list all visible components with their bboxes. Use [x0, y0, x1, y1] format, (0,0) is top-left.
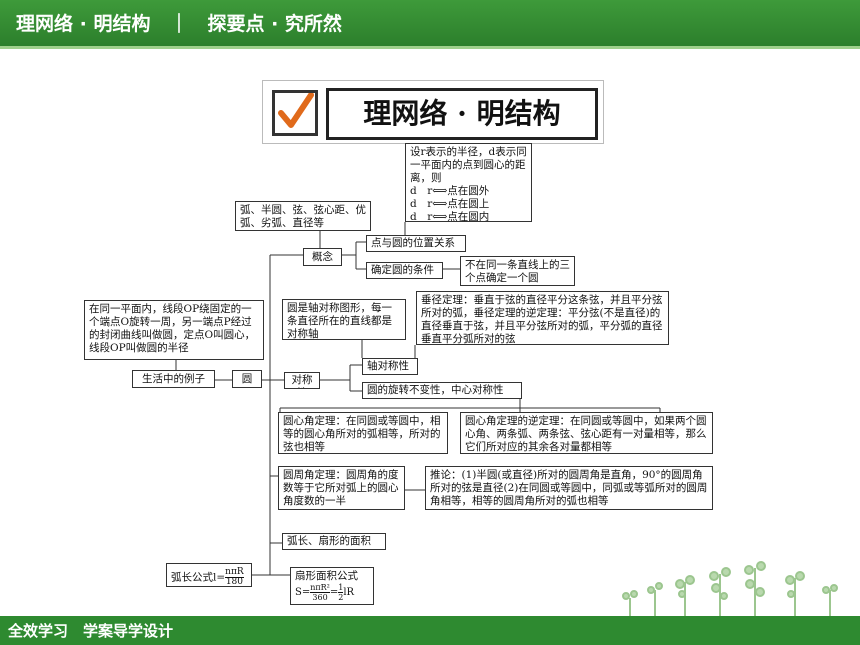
central-angle-theorem-box: 圆心角定理：在同圆或等圆中，相等的圆心角所对的弧相等，所对的弦也相等	[278, 412, 448, 454]
point-circle-rule-on: d r⟺点在圆上	[410, 198, 490, 210]
plant-decoration-icon	[622, 561, 838, 616]
sector-area-prefix: S=	[295, 587, 311, 598]
point-circle-rule-outside: d r⟺点在圆外	[410, 185, 490, 197]
axis-symmetry-detail-box: 圆是轴对称图形，每一条直径所在的直线都是对称轴	[282, 299, 406, 340]
footer-text: 全效学习 学案导学设计	[8, 622, 174, 640]
section-heading: 理网络 · 明结构	[326, 88, 598, 140]
arc-sector-box: 弧长、扇形的面积	[282, 533, 386, 550]
circle-root-box: 圆	[232, 370, 262, 388]
life-example-box: 生活中的例子	[132, 370, 215, 388]
axis-symmetry-box: 轴对称性	[362, 358, 418, 375]
sector-area-title: 扇形面积公式	[295, 570, 358, 582]
arc-length-numerator: nπR	[225, 567, 244, 578]
point-circle-box: 点与圆的位置关系	[366, 235, 466, 252]
point-circle-detail-box: 设r表示的半径，d表示同一平面内的点到圆心的距离，则 d r⟺点在圆外 d r⟺…	[405, 143, 532, 222]
header-bar: 理网络 · 明结构 ｜ 探要点 · 究所然	[0, 0, 860, 46]
header-divider	[0, 46, 860, 49]
perpendicular-theorem-box: 垂径定理：垂直于弦的直径平分这条弦，并且平分弦所对的弧，垂径定理的逆定理：平分弦…	[416, 291, 669, 345]
corollary-box: 推论：(1)半圆(或直径)所对的圆周角是直角，90°的圆周角所对的弦是直径(2)…	[425, 466, 713, 510]
point-circle-intro: 设r表示的半径，d表示同一平面内的点到圆心的距离，则	[410, 146, 527, 184]
sector-area-half-num: 1	[338, 583, 344, 593]
sector-area-numerator: nπR²	[310, 583, 330, 593]
circle-definition-box: 在同一平面内，线段OP绕固定的一个端点O旋转一周，另一端点P经过的封闭曲线叫做圆…	[84, 300, 264, 360]
determine-condition-box: 确定圆的条件	[366, 262, 443, 279]
sector-area-equals: =	[329, 587, 339, 598]
symmetry-box: 对称性	[284, 372, 320, 389]
sector-area-suffix: lR	[343, 587, 355, 598]
checkmark-icon	[272, 90, 318, 136]
concept-box: 概念	[303, 248, 342, 266]
rotation-symmetry-box: 圆的旋转不变性，中心对称性	[362, 382, 522, 399]
concept-terms-box: 弧、半圆、弦、弦心距、优弧、劣弧、直径等	[235, 201, 371, 231]
point-circle-rule-inside: d r⟺点在圆内	[410, 211, 490, 222]
determine-detail-box: 不在同一条直线上的三个点确定一个圆	[460, 256, 575, 286]
header-title: 理网络 · 明结构 ｜ 探要点 · 究所然	[16, 13, 342, 35]
sector-area-denominator: 360	[312, 593, 328, 602]
central-angle-converse-box: 圆心角定理的逆定理：在同圆或等圆中，如果两个圆心角、两条弧、两条弦、弦心距有一对…	[460, 412, 713, 454]
footer-bar: 全效学习 学案导学设计	[0, 616, 860, 645]
inscribed-angle-theorem-box: 圆周角定理：圆周角的度数等于它所对弧上的圆心角度数的一半	[278, 466, 405, 510]
arc-length-label: 弧长公式l=	[171, 571, 226, 584]
sector-area-half-den: 2	[338, 593, 344, 602]
section-heading-frame: 理网络 · 明结构	[262, 80, 604, 144]
arc-length-denominator: 180	[225, 577, 243, 587]
